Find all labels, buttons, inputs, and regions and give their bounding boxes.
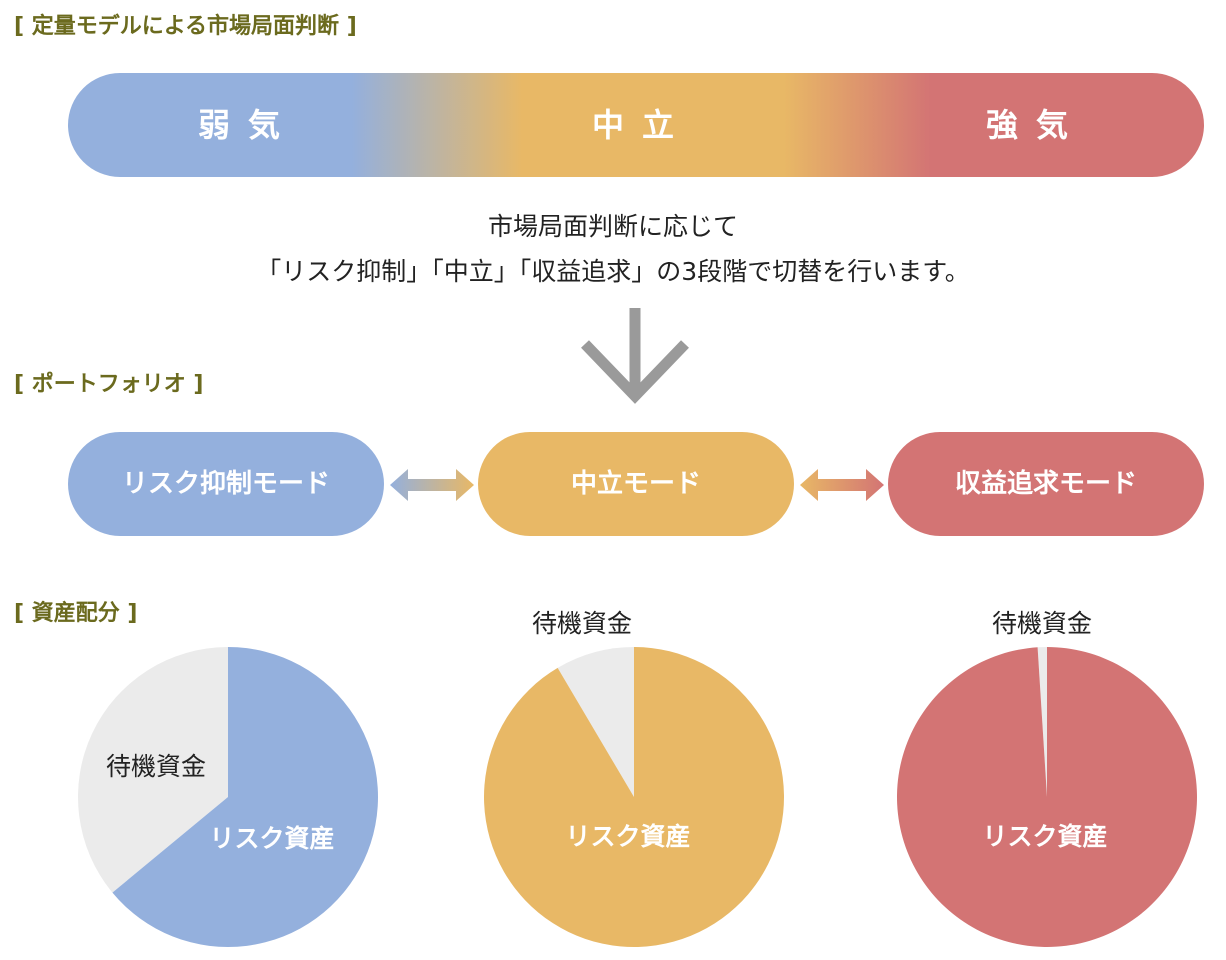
asset-allocation-heading: [ 資産配分 ] (14, 601, 138, 626)
pie-risk-control: 待機資金 リスク資産 (77, 647, 378, 947)
risk-asset-slice (112, 647, 378, 947)
pie-neutral-cash-label: 待機資金 (531, 609, 632, 638)
down-arrow-icon (581, 308, 689, 404)
bearish-label: 弱気 (198, 106, 299, 144)
market-judgment-heading: [ 定量モデルによる市場局面判断 ] (14, 14, 357, 39)
pie-return-seeking: リスク資産 (897, 647, 1197, 947)
cash-slice (1037, 647, 1047, 797)
market-sentiment-bar: 弱気 中立 強気 (68, 73, 1204, 177)
double-arrow-icon (800, 469, 884, 501)
risk-asset-slice (897, 647, 1197, 947)
neutral-mode: 中立モード (478, 432, 794, 536)
pie-neutral-risk-label: リスク資産 (565, 822, 690, 851)
cash-slice (77, 647, 228, 893)
pie-risk-control-risk-label: リスク資産 (209, 824, 334, 853)
description-line-1: 市場局面判断に応じて (487, 212, 738, 241)
double-arrow-icon (390, 469, 474, 501)
bullish-label: 強気 (986, 106, 1087, 144)
portfolio-heading: [ ポートフォリオ ] (14, 372, 204, 397)
risk-asset-slice (484, 647, 784, 947)
pie-risk-control-cash-label: 待機資金 (106, 752, 206, 781)
cash-slice (557, 647, 634, 797)
pie-return-seeking-risk-label: リスク資産 (982, 822, 1107, 851)
pie-return-cash-label: 待機資金 (991, 609, 1092, 638)
pie-neutral: リスク資産 (484, 647, 784, 947)
description-line-2: 「リスク抑制」「中立」「収益追求」の3段階で切替を行います。 (256, 257, 970, 286)
return-seeking-mode: 収益追求モード (888, 432, 1204, 536)
neutral-label: 中立 (592, 106, 693, 144)
risk-control-mode: リスク抑制モード (68, 432, 384, 536)
